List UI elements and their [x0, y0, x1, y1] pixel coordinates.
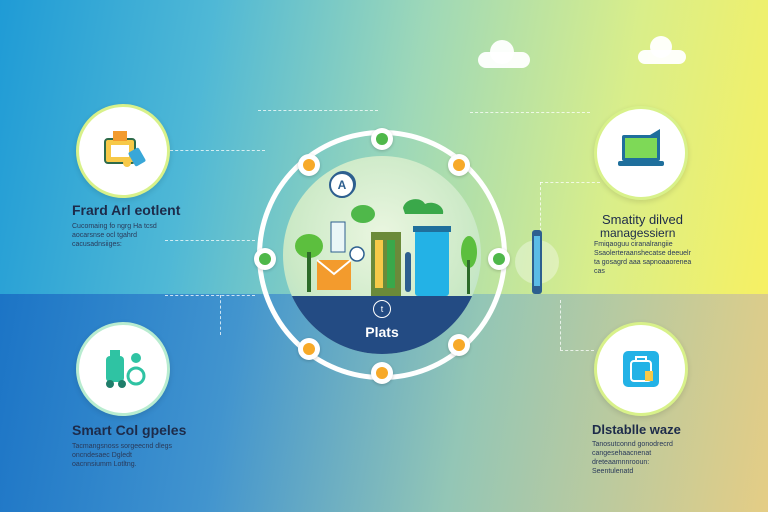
cloud-right-puff — [650, 36, 672, 58]
connector-tr-top — [470, 112, 590, 113]
cloud-left-puff — [490, 40, 514, 64]
ring-dot-top-right — [448, 154, 470, 176]
node-top-right — [594, 106, 688, 200]
connector-tl-h2 — [165, 240, 255, 241]
connector-top — [258, 110, 378, 111]
ring-dot-top-left — [298, 154, 320, 176]
node-top-left-desc: Cucomaing fo ngrg Ha tcsd aocarsnse ocl … — [72, 223, 157, 248]
node-bottom-left — [76, 322, 170, 416]
center-label: Plats — [365, 324, 399, 340]
connector-bl-h — [165, 295, 255, 296]
node-top-right-title2: managessiern — [600, 226, 676, 240]
ring-dot-bottom-left — [298, 338, 320, 360]
cleaning-machine-icon — [106, 350, 146, 388]
node-bottom-right-title: Dlstablle waze — [592, 422, 681, 437]
ring-dot-left — [254, 248, 276, 270]
tower-icon — [515, 230, 559, 294]
connector-tr-h — [540, 182, 600, 183]
connector-bl-v — [220, 295, 221, 335]
connector-br-v — [560, 300, 561, 350]
ring-dot-top — [371, 128, 393, 150]
node-top-right-title: Smatity dilved — [602, 212, 683, 227]
center-small-circle: t — [373, 300, 391, 318]
connector-tl-h — [165, 150, 265, 151]
laptop-icon — [618, 129, 664, 166]
node-bottom-right — [594, 322, 688, 416]
ring-dot-bottom — [371, 362, 393, 384]
badge-a-text: A — [337, 178, 347, 192]
node-top-right-desc: Fmiqaoguu ciranalrangiie Ssaolerteraansh… — [594, 241, 692, 275]
badge-a: A — [329, 172, 355, 198]
center-scene: t Plats — [283, 156, 481, 354]
connector-br-h — [560, 350, 594, 351]
node-bottom-left-title: Smart Col gpeles — [72, 422, 187, 438]
ring-dot-right — [488, 248, 510, 270]
node-top-left-title: Frard Arl eotlent — [72, 202, 181, 218]
clipboard-icon — [104, 131, 146, 167]
node-top-left — [76, 104, 170, 198]
ring-dot-bottom-right — [448, 334, 470, 356]
bag-icon — [623, 351, 659, 387]
center-small-text: t — [380, 304, 384, 314]
node-bottom-right-desc: Tanosutconnd gonodrecrd cangesehaacnenat… — [592, 441, 673, 475]
city-scene-illustration — [295, 171, 477, 296]
node-bottom-left-desc: Tacmangsnoss sorgeecnd dlegs oncndesaec … — [72, 443, 173, 468]
